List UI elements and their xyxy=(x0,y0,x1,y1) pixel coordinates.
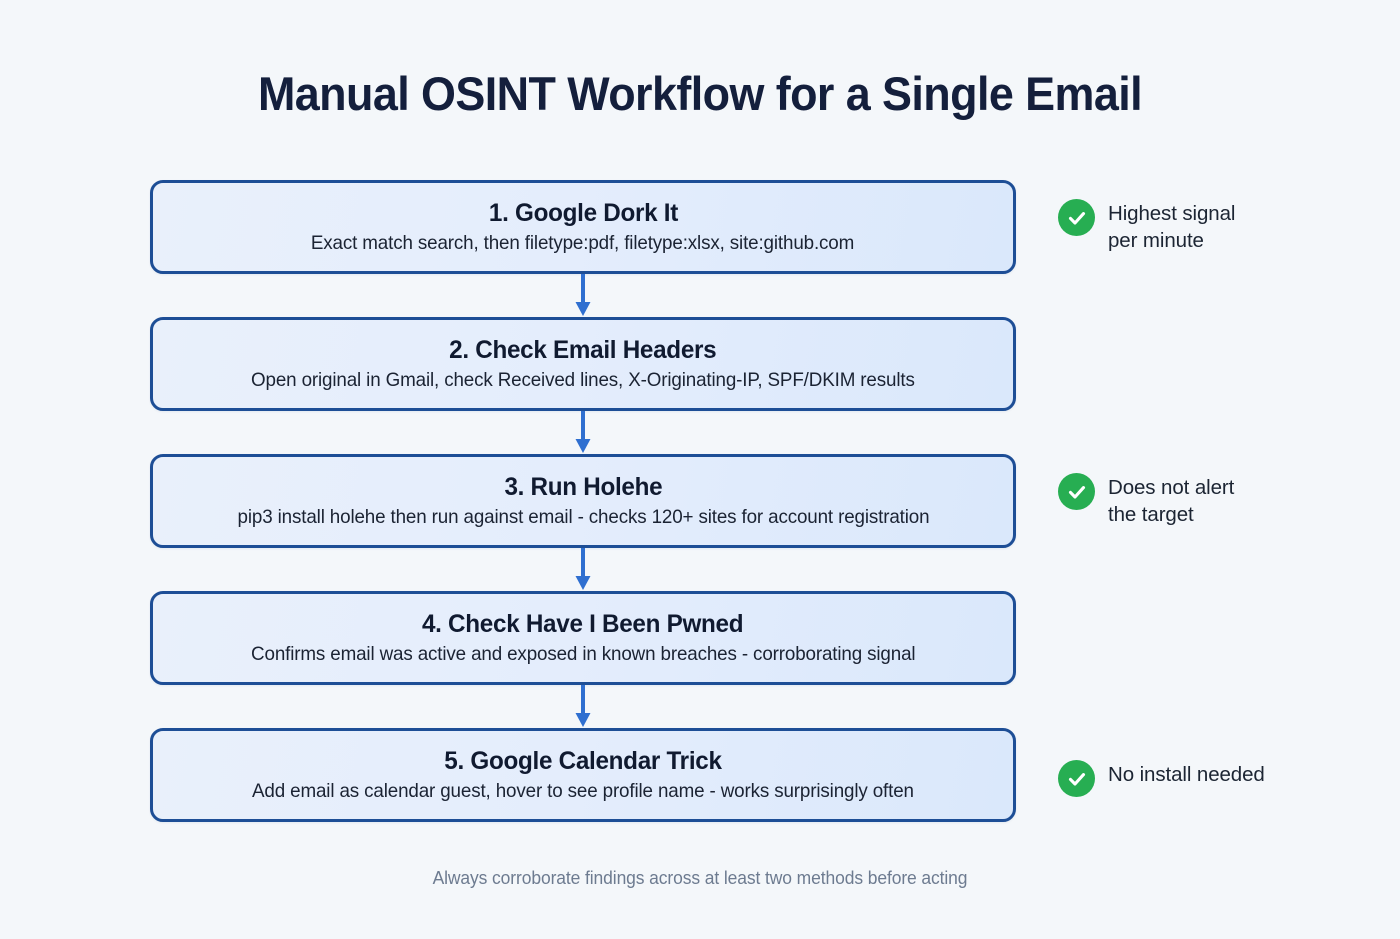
annotation-highest-signal: Highest signal per minute xyxy=(1058,198,1378,255)
page-title: Manual OSINT Workflow for a Single Email xyxy=(257,67,1143,120)
annotation-does-not-alert: Does not alert the target xyxy=(1058,472,1378,529)
down-arrow-icon xyxy=(575,548,591,590)
arrow-connector-4-to-5 xyxy=(150,685,1016,728)
step-5-description: Add email as calendar guest, hover to se… xyxy=(252,779,914,802)
workflow-step-1[interactable]: 1. Google Dork It Exact match search, th… xyxy=(150,180,1016,274)
step-1-title: 1. Google Dork It xyxy=(488,199,678,228)
workflow-step-4[interactable]: 4. Check Have I Been Pwned Confirms emai… xyxy=(150,591,1016,685)
step-5-title: 5. Google Calendar Trick xyxy=(444,747,722,776)
check-circle-icon xyxy=(1058,199,1095,236)
step-1-description: Exact match search, then filetype:pdf, f… xyxy=(311,231,855,254)
annotation-1-label: Highest signal per minute xyxy=(1108,202,1236,253)
workflow-step-5[interactable]: 5. Google Calendar Trick Add email as ca… xyxy=(150,728,1016,822)
down-arrow-icon xyxy=(575,411,591,453)
step-3-title: 3. Run Holehe xyxy=(504,473,662,502)
step-2-description: Open original in Gmail, check Received l… xyxy=(251,368,915,391)
workflow-flow-container: 1. Google Dork It Exact match search, th… xyxy=(150,180,1016,822)
footer-note: Always corroborate findings across at le… xyxy=(432,868,968,888)
arrow-connector-3-to-4 xyxy=(150,548,1016,591)
step-4-description: Confirms email was active and exposed in… xyxy=(250,642,916,665)
workflow-step-2[interactable]: 2. Check Email Headers Open original in … xyxy=(150,317,1016,411)
step-4-title: 4. Check Have I Been Pwned xyxy=(422,610,744,639)
step-3-description: pip3 install holehe then run against ema… xyxy=(237,505,929,528)
annotation-3-label: No install needed xyxy=(1108,763,1265,786)
annotation-no-install: No install needed xyxy=(1058,759,1378,797)
down-arrow-icon xyxy=(575,685,591,727)
down-arrow-icon xyxy=(575,274,591,316)
check-circle-icon xyxy=(1058,473,1095,510)
annotation-2-label: Does not alert the target xyxy=(1108,476,1235,527)
arrow-connector-1-to-2 xyxy=(150,274,1016,317)
step-2-title: 2. Check Email Headers xyxy=(449,336,717,365)
arrow-connector-2-to-3 xyxy=(150,411,1016,454)
workflow-step-3[interactable]: 3. Run Holehe pip3 install holehe then r… xyxy=(150,454,1016,548)
check-circle-icon xyxy=(1058,760,1095,797)
